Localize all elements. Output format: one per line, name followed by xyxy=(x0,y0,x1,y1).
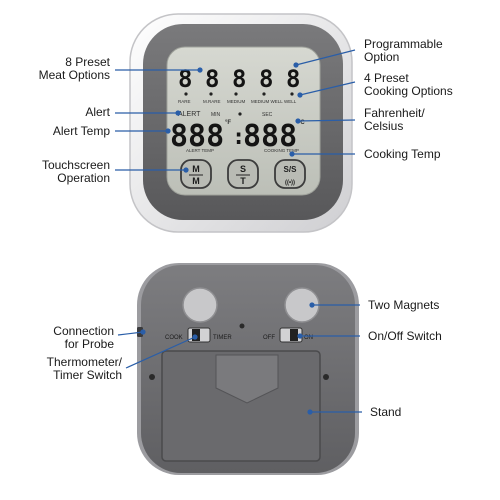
stand-panel[interactable] xyxy=(161,350,321,462)
label-fahrenheit-celsius: Fahrenheit/Celsius xyxy=(364,106,425,133)
lcd-deg-c: °C xyxy=(298,120,305,126)
lcd-top-digit: 8 xyxy=(178,65,192,93)
screw-left xyxy=(149,374,155,380)
lcd-cooking-temp-digits: 888 xyxy=(243,119,297,154)
lcd-top-digit: 8 xyxy=(205,65,219,93)
lcd-alert-temp-digits: 888 xyxy=(170,119,224,154)
m-button[interactable]: M M xyxy=(180,159,212,189)
label-alert: Alert xyxy=(85,105,110,119)
screw-right xyxy=(323,374,329,380)
svg-text:S: S xyxy=(240,164,246,174)
label-on-off-switch: On/Off Switch xyxy=(368,329,442,343)
lcd-doneness-label: MEDIUM xyxy=(227,99,245,104)
lcd-sec-word: SEC xyxy=(262,112,273,118)
switch-label-cook: COOK xyxy=(165,335,183,341)
callout-lines xyxy=(115,49,362,415)
svg-text:M: M xyxy=(192,164,200,174)
lcd-doneness-label: WELL xyxy=(284,99,297,104)
label-two-magnets: Two Magnets xyxy=(368,298,440,312)
lcd-top-digit: 8 xyxy=(259,65,273,93)
lcd-doneness-label: M.RARE xyxy=(203,99,221,104)
lcd-alert-word: ALERT xyxy=(178,111,201,118)
svg-text:S/S: S/S xyxy=(284,165,298,174)
lcd-deg-f: °F xyxy=(225,120,231,126)
lcd-alert-temp-caption: ALERT TEMP xyxy=(186,148,214,153)
lcd-cooking-temp-caption: COOKING TEMP xyxy=(264,148,299,153)
label-cooking-temp: Cooking Temp xyxy=(364,147,441,161)
lcd-doneness-label: MEDIUM WELL xyxy=(251,99,283,104)
label-thermo-timer: Thermometer/Timer Switch xyxy=(46,355,122,382)
svg-text:M: M xyxy=(192,176,200,186)
stand-arrow xyxy=(215,354,279,404)
lcd-top-digit: 8 xyxy=(286,65,300,93)
s-t-button[interactable]: S T xyxy=(227,159,259,189)
lcd-top-digits: 8 8 8 8 8 xyxy=(178,65,300,93)
switch-label-off: OFF xyxy=(263,335,275,341)
lcd-doneness: RARE M.RARE MEDIUM MEDIUM WELL WELL xyxy=(178,92,297,104)
lcd-colon: : xyxy=(232,125,245,150)
start-stop-button[interactable]: S/S ((•)) xyxy=(274,159,306,189)
lcd-top-digit: 8 xyxy=(232,65,246,93)
lcd-doneness-label: RARE xyxy=(178,99,191,104)
magnet-left xyxy=(182,287,218,323)
switch-label-on: ON xyxy=(304,335,313,341)
label-stand: Stand xyxy=(370,405,402,419)
label-alert-temp: Alert Temp xyxy=(52,124,110,138)
reset-hole xyxy=(239,323,245,329)
svg-text:((•)): ((•)) xyxy=(285,180,295,186)
lcd-min-word: MIN xyxy=(211,112,221,118)
svg-text:T: T xyxy=(240,176,246,186)
switch-label-timer: TIMER xyxy=(213,335,232,341)
